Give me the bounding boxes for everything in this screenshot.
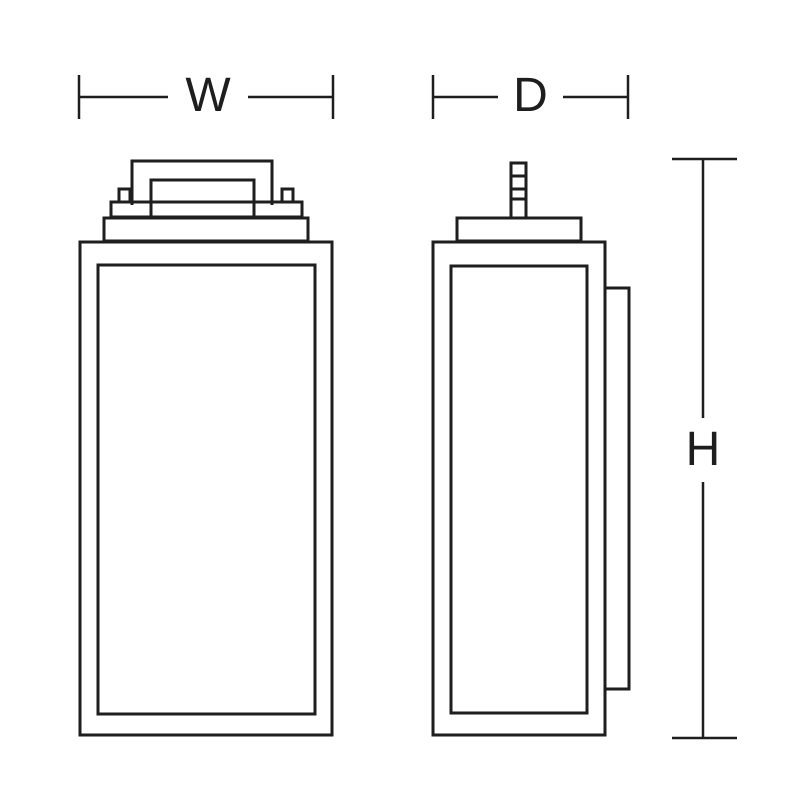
front-handle-inner bbox=[149, 178, 256, 217]
front-body bbox=[78, 240, 334, 737]
front-view-lantern bbox=[78, 159, 334, 737]
side-view-lantern bbox=[431, 161, 631, 737]
side-glass-panel bbox=[449, 264, 589, 715]
width-label: W bbox=[170, 72, 246, 120]
front-left-bolt bbox=[117, 187, 132, 204]
side-backplate bbox=[603, 286, 631, 691]
width-dimension-line bbox=[77, 75, 335, 119]
front-cap bbox=[102, 216, 310, 243]
depth-label: D bbox=[500, 72, 561, 120]
depth-dimension-line bbox=[431, 75, 630, 119]
front-right-bolt bbox=[280, 187, 295, 204]
front-handle bbox=[130, 159, 274, 205]
side-cap bbox=[455, 216, 583, 243]
height-label: H bbox=[679, 426, 727, 474]
height-dimension-line bbox=[672, 157, 737, 740]
front-glass-panel bbox=[96, 263, 317, 716]
side-body bbox=[431, 240, 607, 737]
